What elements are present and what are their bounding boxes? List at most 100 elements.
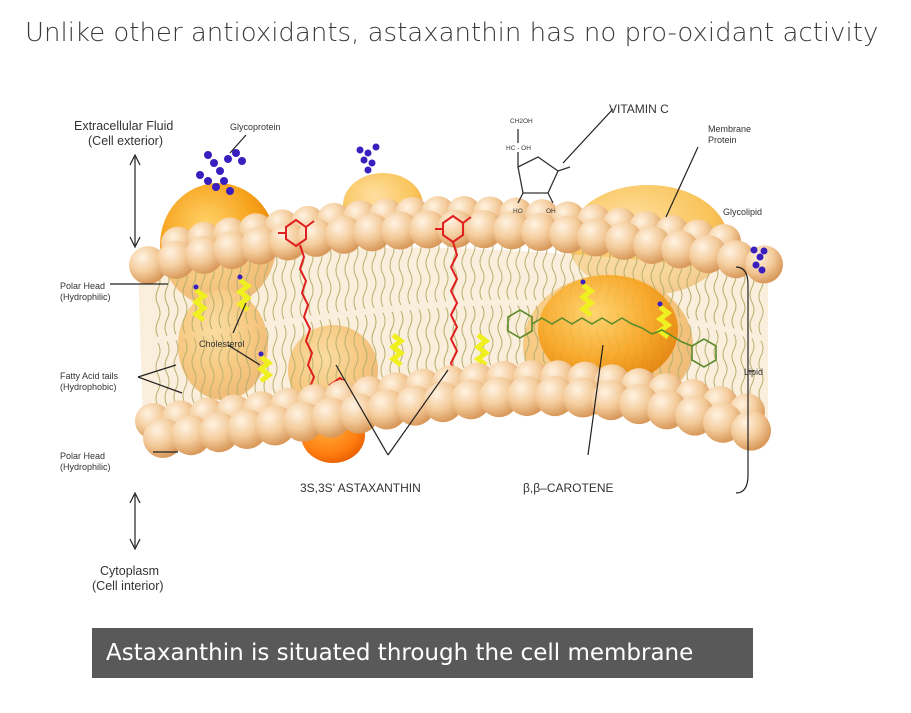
fatty-acid-tail [353,243,359,311]
label-lipid: Lipid [744,367,763,377]
fatty-acid-tail [164,341,170,406]
fatty-acid-tail [758,340,764,402]
polar-head [577,218,615,257]
fatty-acid-tail [524,240,530,300]
label-membrane-protein-line2: Protein [708,135,737,145]
fatty-acid-tail [461,306,467,369]
diagram-labels: Extracellular Fluid (Cell exterior) Glyc… [60,102,763,593]
astaxanthin-chain-left [298,244,316,388]
fatty-acid-tail [416,239,422,304]
fatty-acid-tail [731,334,737,395]
fatty-acid-tail [353,315,359,383]
label-extracellular-fluid: Extracellular Fluid [74,119,173,133]
label-hc-oh: HC - OH [506,145,531,152]
fatty-acid-tail [263,254,269,322]
fatty-acid-tail [362,242,368,310]
polar-heads-top [129,196,783,285]
astaxanthin-ring-top-right [442,214,464,244]
fatty-acid-tail [713,265,719,325]
fatty-acid-tail [380,241,386,308]
fatty-acid-tail [515,305,521,365]
fatty-acid-tail [425,308,431,373]
fatty-acid-tail [749,338,755,400]
fatty-acid-tail [497,305,503,366]
label-beta-carotene: β,β–CAROTENE [523,481,614,495]
fatty-acid-tail [398,240,404,306]
fatty-acid-tail [299,249,305,317]
fatty-acid-tail [218,261,224,329]
fatty-acid-tail [290,250,296,319]
fatty-acid-tail [317,247,323,315]
label-glycolipid: Glycolipid [723,207,762,217]
fatty-acid-tail [695,326,701,385]
fatty-acid-tail [443,307,449,371]
fatty-acid-tail [461,238,467,301]
fatty-acid-tail [164,271,170,336]
caption-banner: Astaxanthin is situated through the cell… [92,628,753,678]
astaxanthin-chain-right [449,241,459,376]
cholesterol-3 [256,355,274,383]
cholesterol-1 [191,288,209,322]
polar-head [241,226,279,265]
fatty-acid-tail [254,328,260,396]
fatty-acid-tail [479,239,485,301]
polar-head [465,210,503,249]
polar-head [549,215,587,254]
fatty-acid-tail [191,266,197,333]
vitamin-c-molecule [517,129,571,204]
fatty-acid-tail [551,242,557,301]
label-cholesterol: Cholesterol [199,339,245,349]
fatty-acid-tail [434,238,440,303]
polar-head [521,213,559,252]
fatty-acid-tail [326,246,332,314]
astaxanthin-ring-top-left [285,218,307,248]
fatty-acid-tail [290,323,296,392]
polar-head [661,230,699,269]
fatty-acid-tail [362,314,368,381]
cholesterol-5 [473,333,491,367]
polar-head [409,210,447,249]
polar-head [605,221,643,260]
fatty-acid-tail [695,262,701,321]
cell-membrane-diagram: Extracellular Fluid (Cell exterior) Glyc… [48,95,788,605]
fatty-acid-tail [470,238,476,301]
fatty-acid-tail [722,332,728,392]
fatty-acid-tail [173,269,179,335]
fatty-acid-tail [452,238,458,302]
fatty-acid-tail [704,263,710,323]
label-vitamin-c: VITAMIN C [609,102,669,116]
fatty-acid-tail [308,248,314,316]
fatty-acid-tail [533,305,539,365]
fatty-acid-tail [227,332,233,400]
fatty-acid-tail [407,309,413,375]
polar-head [353,213,391,252]
label-oh: OH [546,208,556,215]
fatty-acid-tail [371,241,377,309]
fatty-acid-tail [704,328,710,387]
fatty-acid-tail [272,253,278,321]
fatty-acid-tail [173,340,179,405]
label-ch2oh: CH2OH [510,118,533,125]
fatty-acid-tail [227,260,233,327]
fatty-acid-tail [272,326,278,394]
polar-head [479,377,519,418]
fatty-acid-tail [488,239,494,300]
fatty-acid-tail [740,336,746,397]
fatty-acid-tail [155,342,161,407]
label-cell-exterior: (Cell exterior) [88,134,163,148]
polar-head [731,410,771,451]
fatty-acid-tail [335,245,341,313]
fatty-acid-tail [740,270,746,331]
label-hydrophilic-top: (Hydrophilic) [60,292,111,302]
fatty-acid-tail [677,322,683,381]
polar-head [185,235,223,274]
label-hydrophobic: (Hydrophobic) [60,382,117,392]
fatty-acid-tail [389,311,395,378]
fatty-acid-tail [515,240,521,300]
fatty-acid-tail [218,333,224,401]
label-polar-head-bottom: Polar Head [60,451,105,461]
beta-carotene-molecule [507,309,717,368]
fatty-acid-tail [731,268,737,329]
label-fatty-acid-tails: Fatty Acid tails [60,371,119,381]
fatty-acid-tail [191,337,197,404]
